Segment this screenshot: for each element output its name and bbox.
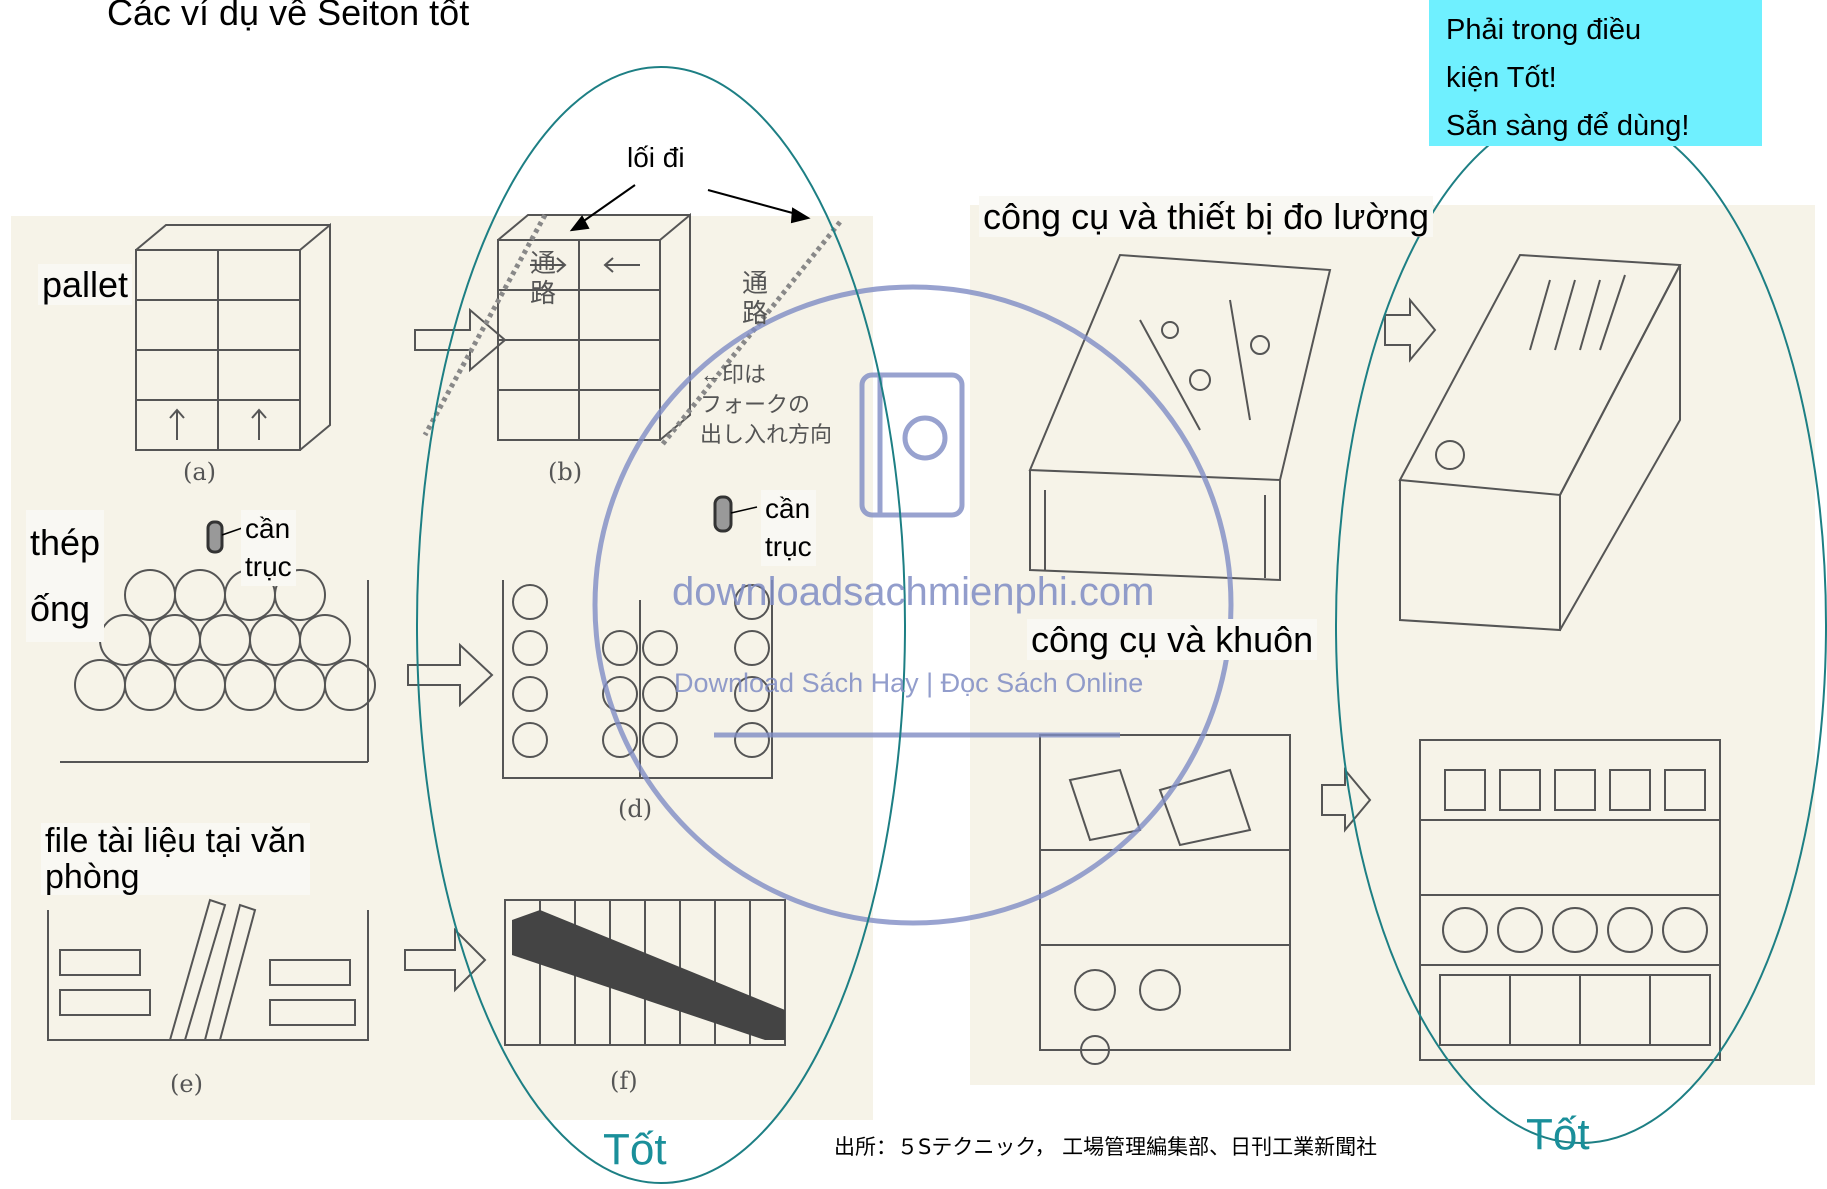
crane-left-line-1: cần — [245, 513, 291, 544]
pallet-grid-b — [497, 212, 691, 441]
figure-letter-d: (d) — [618, 795, 653, 823]
pipe-pile — [60, 569, 376, 763]
watermark-tagline: Download Sách Hay | Đọc Sách Online — [674, 668, 1144, 698]
tools-molds-label: công cụ và khuôn — [1027, 619, 1318, 661]
tool-cart-organized — [1398, 253, 1682, 632]
good-ellipse-left — [416, 66, 906, 1184]
file-stripe — [512, 910, 785, 1040]
ready-note-line-3: Sẵn sàng để dùng! — [1446, 110, 1690, 142]
steel-pipe-label: thép ống — [26, 510, 105, 642]
aisle-line-left — [422, 213, 548, 437]
aisle-arrow-right — [707, 189, 801, 216]
forklift-note-line-2: フォークの — [700, 392, 811, 417]
source-citation: 出所：５Sテクニック， 工場管理編集部、日刊工業新聞社 — [834, 1135, 1378, 1159]
crane-right-line-1: cần — [765, 493, 811, 524]
crane-left-line-2: trục — [245, 550, 292, 582]
watermark-domain: downloadsachmienphi.com — [672, 570, 1155, 614]
figure-letter-f: (f) — [610, 1067, 638, 1095]
crane-label-right: cần trục — [761, 490, 816, 566]
pipe-racks — [502, 580, 773, 779]
page-title: Các ví dụ về Seiton tốt — [107, 0, 470, 33]
arrow-tools — [1384, 297, 1437, 363]
arrow-molds — [1321, 767, 1372, 833]
aisle-mark-left: 通路 — [530, 248, 557, 308]
crane-right-line-2: trục — [765, 530, 812, 562]
forklift-note-line-1: ←印は — [700, 362, 767, 387]
mold-shelf-messy — [1039, 734, 1291, 1065]
office-files-label: file tài liệu tại văn phòng — [41, 823, 310, 895]
good-label-right: Tốt — [1526, 1110, 1590, 1159]
mold-shelf-organized — [1419, 739, 1721, 1061]
good-label-left: Tốt — [603, 1125, 667, 1174]
figure-letter-e: (e) — [170, 1070, 203, 1098]
arrow-c-to-d — [407, 642, 494, 708]
pallet-label: pallet — [38, 264, 133, 306]
crane-hook-left — [206, 520, 224, 554]
forklift-note: ←印は フォークの 出し入れ方向 — [700, 360, 832, 450]
office-files-line-1: file tài liệu tại văn — [45, 822, 306, 860]
office-files-line-2: phòng — [45, 858, 140, 896]
aisle-label: lối đi — [627, 142, 685, 173]
crane-hook-right — [713, 495, 733, 533]
aisle-arrow-left — [577, 184, 636, 226]
tool-cart-messy — [1028, 253, 1332, 582]
arrow-a-to-b — [414, 307, 507, 373]
forklift-note-line-3: 出し入れ方向 — [700, 422, 833, 447]
pallet-grid-a — [135, 222, 331, 451]
watermark-logo — [592, 284, 1234, 926]
ready-note-line-2: kiện Tốt! — [1446, 62, 1557, 94]
steel-pipe-line-1: thép — [30, 522, 101, 563]
aisle-mark-right: 通路 — [742, 268, 769, 328]
measuring-tools-label: công cụ và thiết bị đo lường — [979, 196, 1433, 238]
ready-note-line-1: Phải trong điều — [1446, 14, 1642, 46]
crane-label-left: cần trục — [241, 510, 296, 586]
figure-letter-b: (b) — [548, 458, 583, 486]
figure-letter-a: (a) — [183, 458, 217, 486]
messy-files — [47, 898, 369, 1041]
ready-note-box: Phải trong điều kiện Tốt! Sẵn sàng để dù… — [1429, 0, 1762, 146]
steel-pipe-line-2: ống — [30, 588, 91, 629]
crane-right-leader — [730, 506, 758, 514]
